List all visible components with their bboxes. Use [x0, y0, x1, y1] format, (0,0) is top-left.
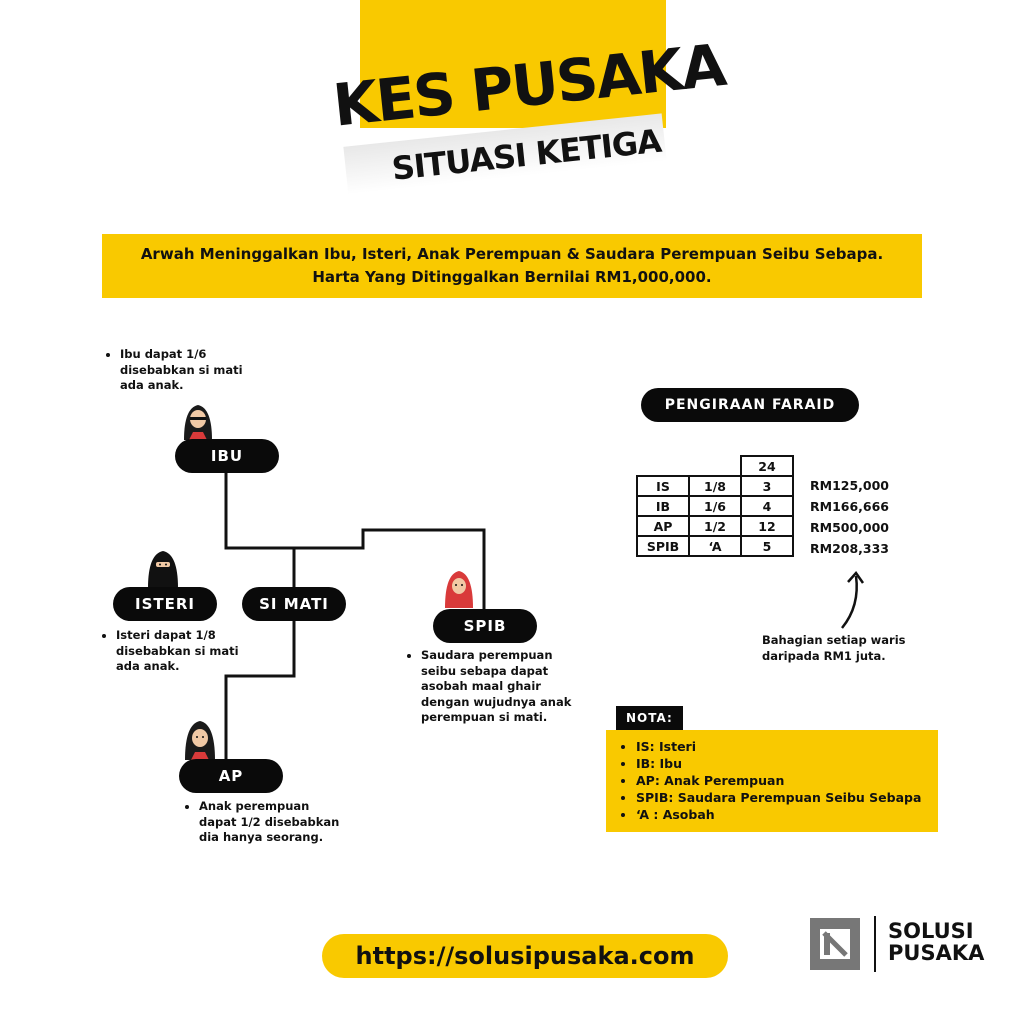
curved-arrow-icon [841, 570, 865, 629]
table-row: AP 1/2 12 [636, 515, 794, 537]
node-isteri: ISTERI [113, 587, 217, 621]
amount-is: RM125,000 [810, 478, 889, 493]
node-spib: SPIB [433, 609, 537, 643]
faraid-heading: PENGIRAAN FARAID [641, 388, 859, 422]
website-link[interactable]: https://solusipusaka.com [322, 934, 728, 978]
faraid-caption: Bahagian setiap waris daripada RM1 juta. [762, 633, 906, 663]
line-simati-ap [224, 620, 296, 762]
table-row: IS 1/8 3 [636, 475, 794, 497]
note-ibu: Ibu dapat 1/6 disebabkan si mati ada ana… [104, 347, 254, 394]
line-to-spib [294, 528, 486, 610]
faraid-base: 24 [740, 455, 794, 477]
nota-item: IS: Isteri [636, 738, 924, 755]
node-si-mati: SI MATI [242, 587, 346, 621]
node-ibu: IBU [175, 439, 279, 473]
nota-heading: NOTA: [616, 706, 683, 730]
ap-avatar-icon [185, 721, 215, 760]
note-ap: Anak perempuan dapat 1/2 disebabkan dia … [183, 799, 343, 846]
note-spib: Saudara perempuan seibu sebapa dapat aso… [405, 648, 580, 726]
solusi-pusaka-logo-icon [810, 918, 860, 970]
note-isteri: Isteri dapat 1/8 disebabkan si mati ada … [100, 628, 250, 675]
amount-spib: RM208,333 [810, 541, 889, 556]
brand-name: SOLUSI PUSAKA [888, 919, 985, 965]
amount-ib: RM166,666 [810, 499, 889, 514]
nota-item: SPIB: Saudara Perempuan Seibu Sebapa [636, 789, 924, 806]
nota-item: IB: Ibu [636, 755, 924, 772]
amount-ap: RM500,000 [810, 520, 889, 535]
table-row: SPIB ‘A 5 [636, 535, 794, 557]
case-banner: Arwah Meninggalkan Ibu, Isteri, Anak Per… [102, 234, 922, 298]
nota-item: ‘A : Asobah [636, 806, 924, 823]
faraid-table: 24 IS 1/8 3 IB 1/6 4 AP 1/2 12 SPIB ‘A 5 [636, 455, 794, 557]
title-background [360, 0, 666, 128]
line-ibu-simati [224, 472, 296, 590]
brand-divider [874, 916, 876, 972]
table-row: IB 1/6 4 [636, 495, 794, 517]
nota-item: AP: Anak Perempuan [636, 772, 924, 789]
spib-avatar-icon [445, 571, 473, 608]
ibu-avatar-icon [184, 405, 212, 440]
nota-box: IS: Isteri IB: Ibu AP: Anak Perempuan SP… [606, 730, 938, 832]
node-ap: AP [179, 759, 283, 793]
table-row: 24 [637, 455, 794, 477]
isteri-avatar-icon [148, 551, 178, 588]
